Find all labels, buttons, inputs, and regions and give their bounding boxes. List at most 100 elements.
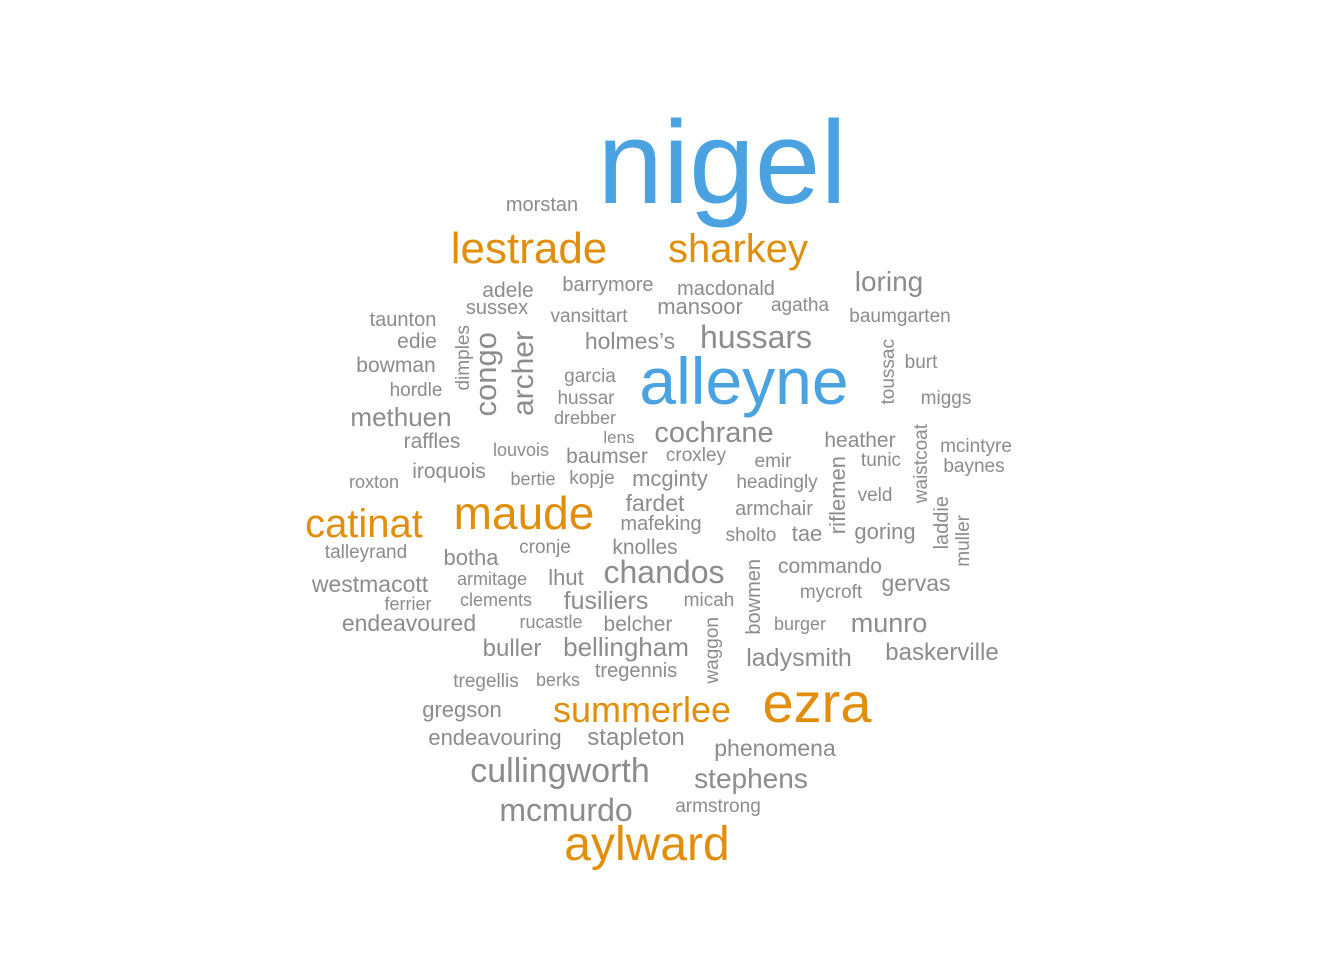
word-loring: loring [854,266,924,297]
word-baynes: baynes [943,455,1005,477]
word-cronje: cronje [519,536,571,558]
word-emir: emir [754,450,792,472]
word-armitage: armitage [456,569,528,589]
word-laddie: laddie [931,496,953,550]
word-knolles: knolles [612,535,678,559]
word-sholto: sholto [725,524,777,546]
word-gervas: gervas [881,569,951,596]
word-raffles: raffles [403,429,461,453]
word-edie: edie [397,329,437,353]
word-tunic: tunic [860,449,902,471]
word-tae: tae [791,521,823,546]
word-baumgarten: baumgarten [849,305,951,327]
word-westmacott: westmacott [311,570,429,597]
word-burger: burger [773,614,827,634]
word-goring: goring [854,519,916,544]
word-cullingworth: cullingworth [470,752,650,790]
word-mycroft: mycroft [799,581,863,603]
word-endeavoured: endeavoured [341,609,477,636]
word-belcher: belcher [603,612,673,636]
word-aylward: aylward [564,818,730,871]
word-cochrane: cochrane [654,416,774,449]
word-mansoor: mansoor [657,294,743,319]
word-garcia: garcia [564,365,616,387]
word-mcintyre: mcintyre [940,435,1012,457]
word-kopje: kopje [569,467,615,489]
word-fusiliers: fusiliers [563,586,649,615]
word-vansittart: vansittart [550,305,628,327]
word-berks: berks [535,670,580,690]
word-macdonald: macdonald [677,278,775,300]
word-sussex: sussex [465,297,529,319]
word-tregennis: tregennis [594,660,678,682]
word-hussars: hussars [699,319,813,355]
word-archer: archer [507,331,540,417]
word-stephens: stephens [694,763,808,794]
word-sharkey: sharkey [667,227,809,271]
word-armchair: armchair [735,498,813,520]
word-munro: munro [850,607,928,638]
word-ladysmith: ladysmith [746,643,852,672]
word-gregson: gregson [422,697,502,722]
word-heather: heather [824,428,896,452]
word-congo: congo [467,331,503,417]
word-barrymore: barrymore [562,274,654,296]
word-baumser: baumser [566,444,648,468]
word-nigel: nigel [597,97,847,229]
word-bellingham: bellingham [563,632,689,662]
word-methuen: methuen [350,402,452,432]
word-muller: muller [952,515,974,567]
word-stapleton: stapleton [587,724,685,751]
word-hordle: hordle [389,379,443,401]
word-miggs: miggs [920,387,972,409]
word-ezra: ezra [762,671,872,734]
word-morstan: morstan [505,194,579,216]
word-mafeking: mafeking [620,513,702,535]
word-holmess: holmes’s [584,327,676,354]
word-lens: lens [603,427,635,447]
word-adele: adele [482,278,534,302]
word-endeavouring: endeavouring [428,725,562,750]
word-croxley: croxley [665,444,727,466]
word-drebber: drebber [553,408,617,428]
word-tregellis: tregellis [453,670,519,692]
word-lhut: lhut [548,565,584,590]
word-mcmurdo: mcmurdo [499,792,633,828]
word-waistcoat: waistcoat [910,424,932,504]
word-hussar: hussar [557,387,615,409]
word-agatha: agatha [770,294,830,316]
word-lestrade: lestrade [450,224,608,273]
word-bertie: bertie [510,469,556,489]
word-alleyne: alleyne [639,344,849,418]
word-louvois: louvois [492,440,550,460]
word-roxton: roxton [348,472,400,492]
word-buller: buller [482,635,542,662]
word-clements: clements [459,590,533,610]
word-catinat: catinat [305,502,423,546]
word-ferrier: ferrier [384,594,432,614]
word-toussac: toussac [877,339,899,405]
word-riflemen: riflemen [825,455,850,535]
word-iroquois: iroquois [412,459,486,483]
word-fardet: fardet [625,489,685,516]
word-micah: micah [683,589,735,611]
word-maude: maude [453,487,595,539]
word-summerlee: summerlee [552,689,732,730]
word-bowmen: bowmen [743,559,765,635]
word-phenomena: phenomena [714,734,836,761]
word-rucastle: rucastle [519,612,583,632]
word-veld: veld [857,484,893,506]
word-mcginty: mcginty [632,466,708,491]
word-burt: burt [904,351,938,373]
word-armstrong: armstrong [675,795,761,817]
word-bowman: bowman [356,353,436,377]
word-chandos: chandos [603,554,725,590]
word-headingly: headingly [736,471,818,493]
word-taunton: taunton [369,309,437,331]
word-botha: botha [443,545,499,570]
word-waggon: waggon [701,616,723,684]
word-talleyrand: talleyrand [324,541,408,563]
word-baskerville: baskerville [885,639,999,666]
word-commando: commando [778,554,882,578]
